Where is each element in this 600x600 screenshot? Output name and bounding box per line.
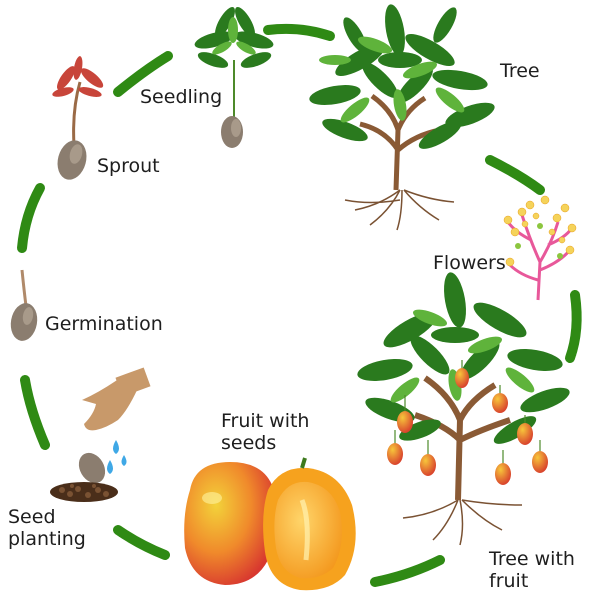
germination-icon	[10, 269, 38, 341]
label-sprout: Sprout	[97, 155, 160, 177]
label-fruit-with-seeds-line2: seeds	[221, 432, 277, 454]
label-fruit-with-seeds-line1: Fruit with	[221, 410, 310, 432]
arrow-fruit-to-planting	[113, 525, 170, 560]
arrow-flowers-to-fruiting-tree	[565, 290, 582, 363]
label-tree-with-fruit-line1: Tree with	[489, 548, 575, 570]
label-seed-planting-line1: Seed	[8, 506, 56, 528]
sprout-icon	[52, 56, 104, 180]
label-seedling: Seedling	[140, 86, 223, 108]
arrow-fruiting-tree-to-fruit	[370, 555, 445, 587]
label-flowers: Flowers	[433, 252, 506, 274]
label-tree: Tree	[500, 60, 540, 82]
planting-icon	[50, 367, 151, 502]
flowers-icon	[503, 195, 577, 301]
label-seed-planting-line2: planting	[8, 528, 86, 550]
seedling-icon	[194, 6, 274, 148]
arrow-planting-to-germination	[20, 375, 50, 450]
label-seed-planting: Seed planting	[8, 506, 86, 550]
label-tree-with-fruit-line2: fruit	[489, 570, 529, 592]
cycle-arrows	[17, 23, 582, 587]
tree-icon	[309, 4, 495, 231]
arrow-germination-to-sprout	[17, 183, 45, 253]
arrow-seedling-to-tree	[263, 23, 335, 41]
label-tree-with-fruit: Tree with fruit	[489, 548, 575, 592]
mango-fruit-icon	[184, 457, 356, 591]
label-germination: Germination	[45, 313, 163, 335]
arrow-tree-to-flowers	[485, 155, 545, 195]
arrow-sprout-to-seedling	[113, 51, 173, 97]
fruiting-tree-icon	[357, 272, 570, 546]
label-fruit-with-seeds: Fruit with seeds	[221, 410, 309, 454]
